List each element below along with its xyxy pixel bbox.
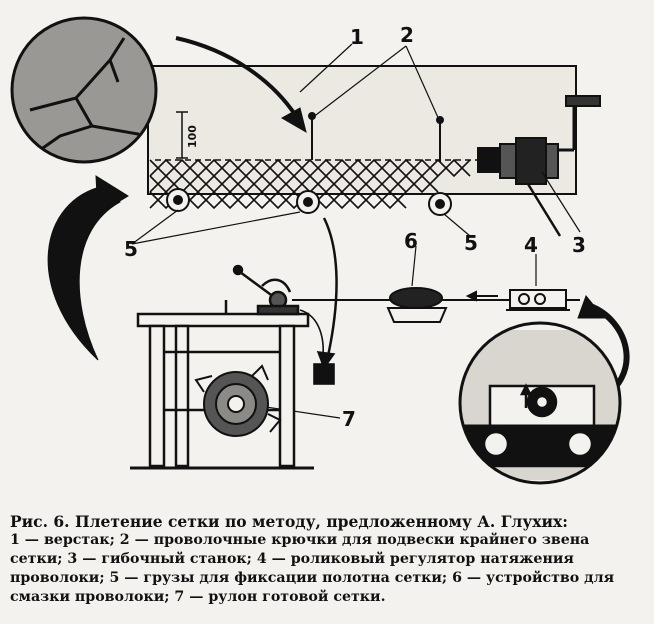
callout-5-left: 5 [124, 237, 138, 261]
caption-title: Рис. 6. Плетение сетки по методу, предло… [10, 512, 568, 531]
callout-2: 2 [400, 23, 414, 47]
caption-body: 1 — верстак; 2 — проволочные крючки для … [10, 532, 615, 605]
bending-machine [477, 95, 601, 237]
flow-arrows [47, 36, 630, 405]
hanging-weight [299, 217, 338, 385]
dimension-label: 100 [186, 125, 199, 148]
callout-5-right: 5 [464, 231, 478, 255]
figure-caption: Рис. 6. Плетение сетки по методу, предло… [10, 512, 646, 607]
callout-4: 4 [524, 233, 538, 257]
lubricator-device [386, 287, 448, 323]
finished-mesh-roll [194, 364, 282, 437]
roller-tension-regulator [506, 289, 570, 311]
bending-lever [224, 264, 300, 316]
roller-detail-inset [458, 321, 622, 485]
callout-6: 6 [404, 229, 418, 253]
dimension-marker [176, 111, 188, 159]
zoom-inset-mesh [10, 16, 158, 164]
workbench-side-view [130, 312, 314, 470]
callout-3: 3 [572, 233, 586, 257]
wire-mesh [149, 158, 471, 210]
mesh-weaving-diagram: 100 [10, 16, 630, 485]
callout-1: 1 [350, 25, 364, 49]
mesh-weights [166, 188, 452, 216]
callout-7: 7 [342, 407, 356, 431]
leader-lines [131, 43, 581, 419]
